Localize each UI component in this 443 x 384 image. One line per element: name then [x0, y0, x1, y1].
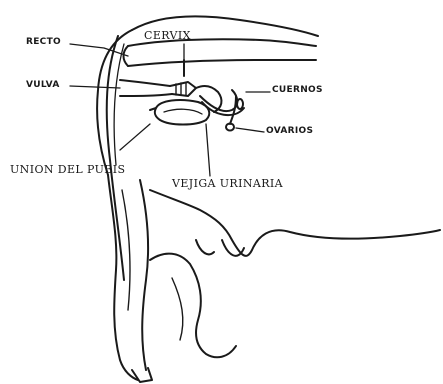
rectum-lower-wall [128, 60, 316, 66]
cuernos-label: CUERNOS [272, 86, 323, 95]
vagina-lower [120, 94, 172, 96]
rear-leg-muscle [122, 190, 130, 310]
ovarios-label: OVARIOS [266, 127, 313, 136]
ovarios-leader [236, 128, 264, 132]
cervix-label: CERVIX [144, 30, 191, 41]
vejiga-leader [206, 124, 210, 176]
vulva-label: VULVA [26, 81, 60, 90]
cow-tail-inner [114, 44, 124, 165]
vulva-leader [70, 86, 120, 88]
vejiga-label: VEJIGA URINARIA [172, 178, 283, 189]
hoof [132, 368, 152, 382]
belly-line [150, 190, 440, 256]
bladder-outline [155, 100, 209, 125]
pubis-leader [120, 124, 150, 150]
recto-leader [70, 44, 128, 56]
vagina-upper [120, 80, 170, 86]
ovary-shape-2 [237, 99, 243, 109]
cervix-body [170, 82, 196, 96]
hock-line [172, 278, 183, 340]
thigh-outline [150, 254, 236, 358]
recto-label: RECTO [26, 38, 61, 47]
rear-leg-front [140, 180, 148, 370]
union-pubis-label: UNION DEL PUBIS [10, 164, 125, 175]
bladder-inner [164, 109, 202, 114]
